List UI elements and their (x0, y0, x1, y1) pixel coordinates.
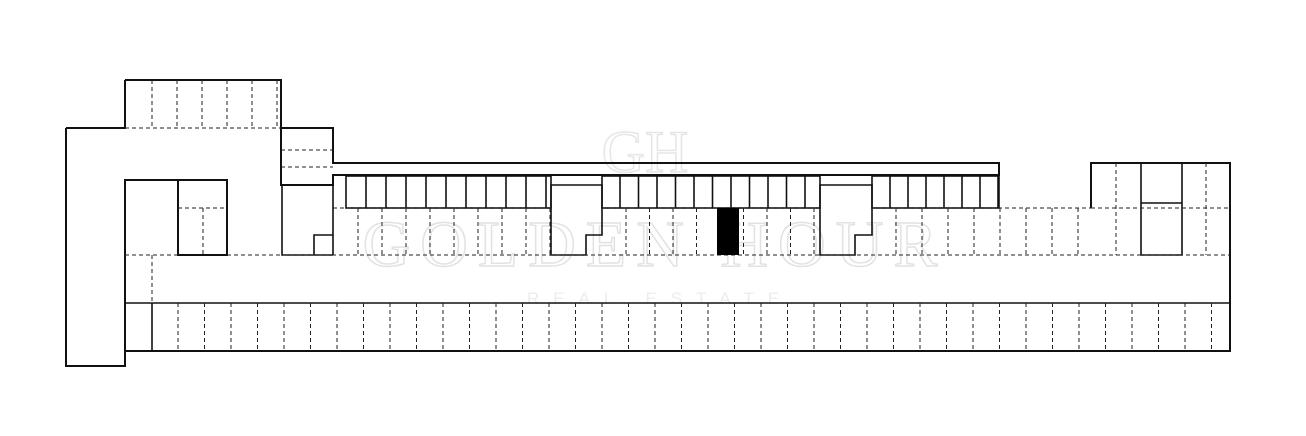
bottom-band (125, 302, 1230, 351)
annex-step (313, 234, 333, 255)
right-elevator-block (1140, 163, 1183, 256)
courtyard-outline (124, 179, 228, 351)
watermark-title: GOLDEN HOUR (363, 208, 948, 281)
storage-dividers (365, 176, 999, 208)
annex-box (281, 184, 334, 256)
watermark-subtitle: REAL ESTATE (527, 289, 793, 308)
parking-stall-lines (125, 80, 1230, 351)
highlighted-parking-spot (717, 208, 739, 255)
watermark: GH GOLDEN HOUR REAL ESTATE (362, 118, 948, 308)
storage-row-1 (345, 175, 552, 209)
left-wing-outline (125, 79, 1000, 186)
